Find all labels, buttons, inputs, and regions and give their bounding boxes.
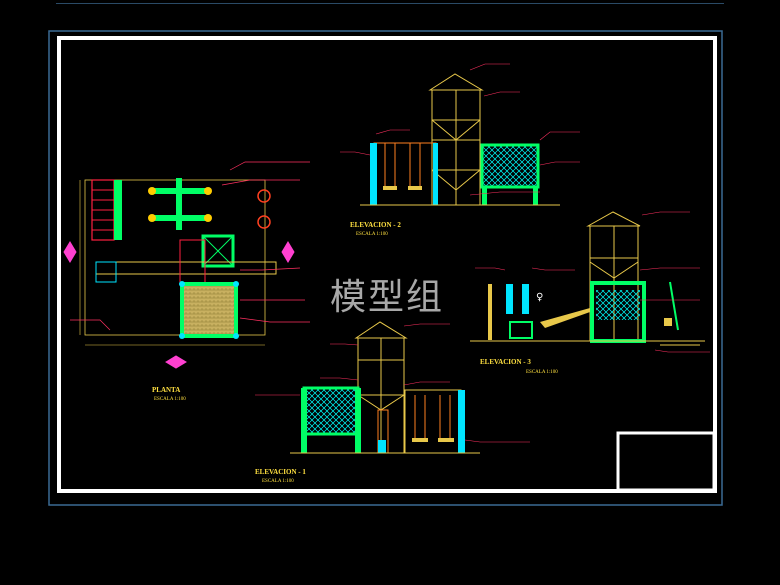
top-edge-line — [56, 0, 724, 4]
plan-scale: ESCALA 1:100 — [154, 397, 186, 402]
elevation-1-scale: ESCALA 1:100 — [262, 479, 294, 484]
elevation-3-view: ♀ ELEVACION - 3 ESCALA 1:100 — [470, 211, 710, 375]
elevation-3-scale: ESCALA 1:100 — [526, 370, 558, 375]
svg-text:♀: ♀ — [536, 292, 543, 303]
elevation-1-view: ELEVACION - 1 ESCALA 1:100 — [255, 321, 530, 484]
section-marker-right — [281, 241, 295, 263]
plan-title: PLANTA — [152, 386, 180, 394]
elevation-2-title: ELEVACION - 2 — [350, 221, 401, 229]
section-marker-left — [63, 241, 77, 263]
outer-frame — [48, 30, 723, 506]
elevation-3-title: ELEVACION - 3 — [480, 358, 531, 366]
inner-frame — [57, 36, 717, 493]
plan-view: PLANTA ESCALA 1:100 — [63, 161, 310, 402]
section-marker-bottom — [165, 355, 187, 369]
elevation-1-title: ELEVACION - 1 — [255, 468, 306, 476]
watermark-text: 模型组 — [330, 277, 445, 318]
elevation-2-view: ELEVACION - 2 ESCALA 1:100 — [340, 63, 580, 237]
title-block — [616, 431, 716, 492]
elevation-2-scale: ESCALA 1:100 — [356, 232, 388, 237]
